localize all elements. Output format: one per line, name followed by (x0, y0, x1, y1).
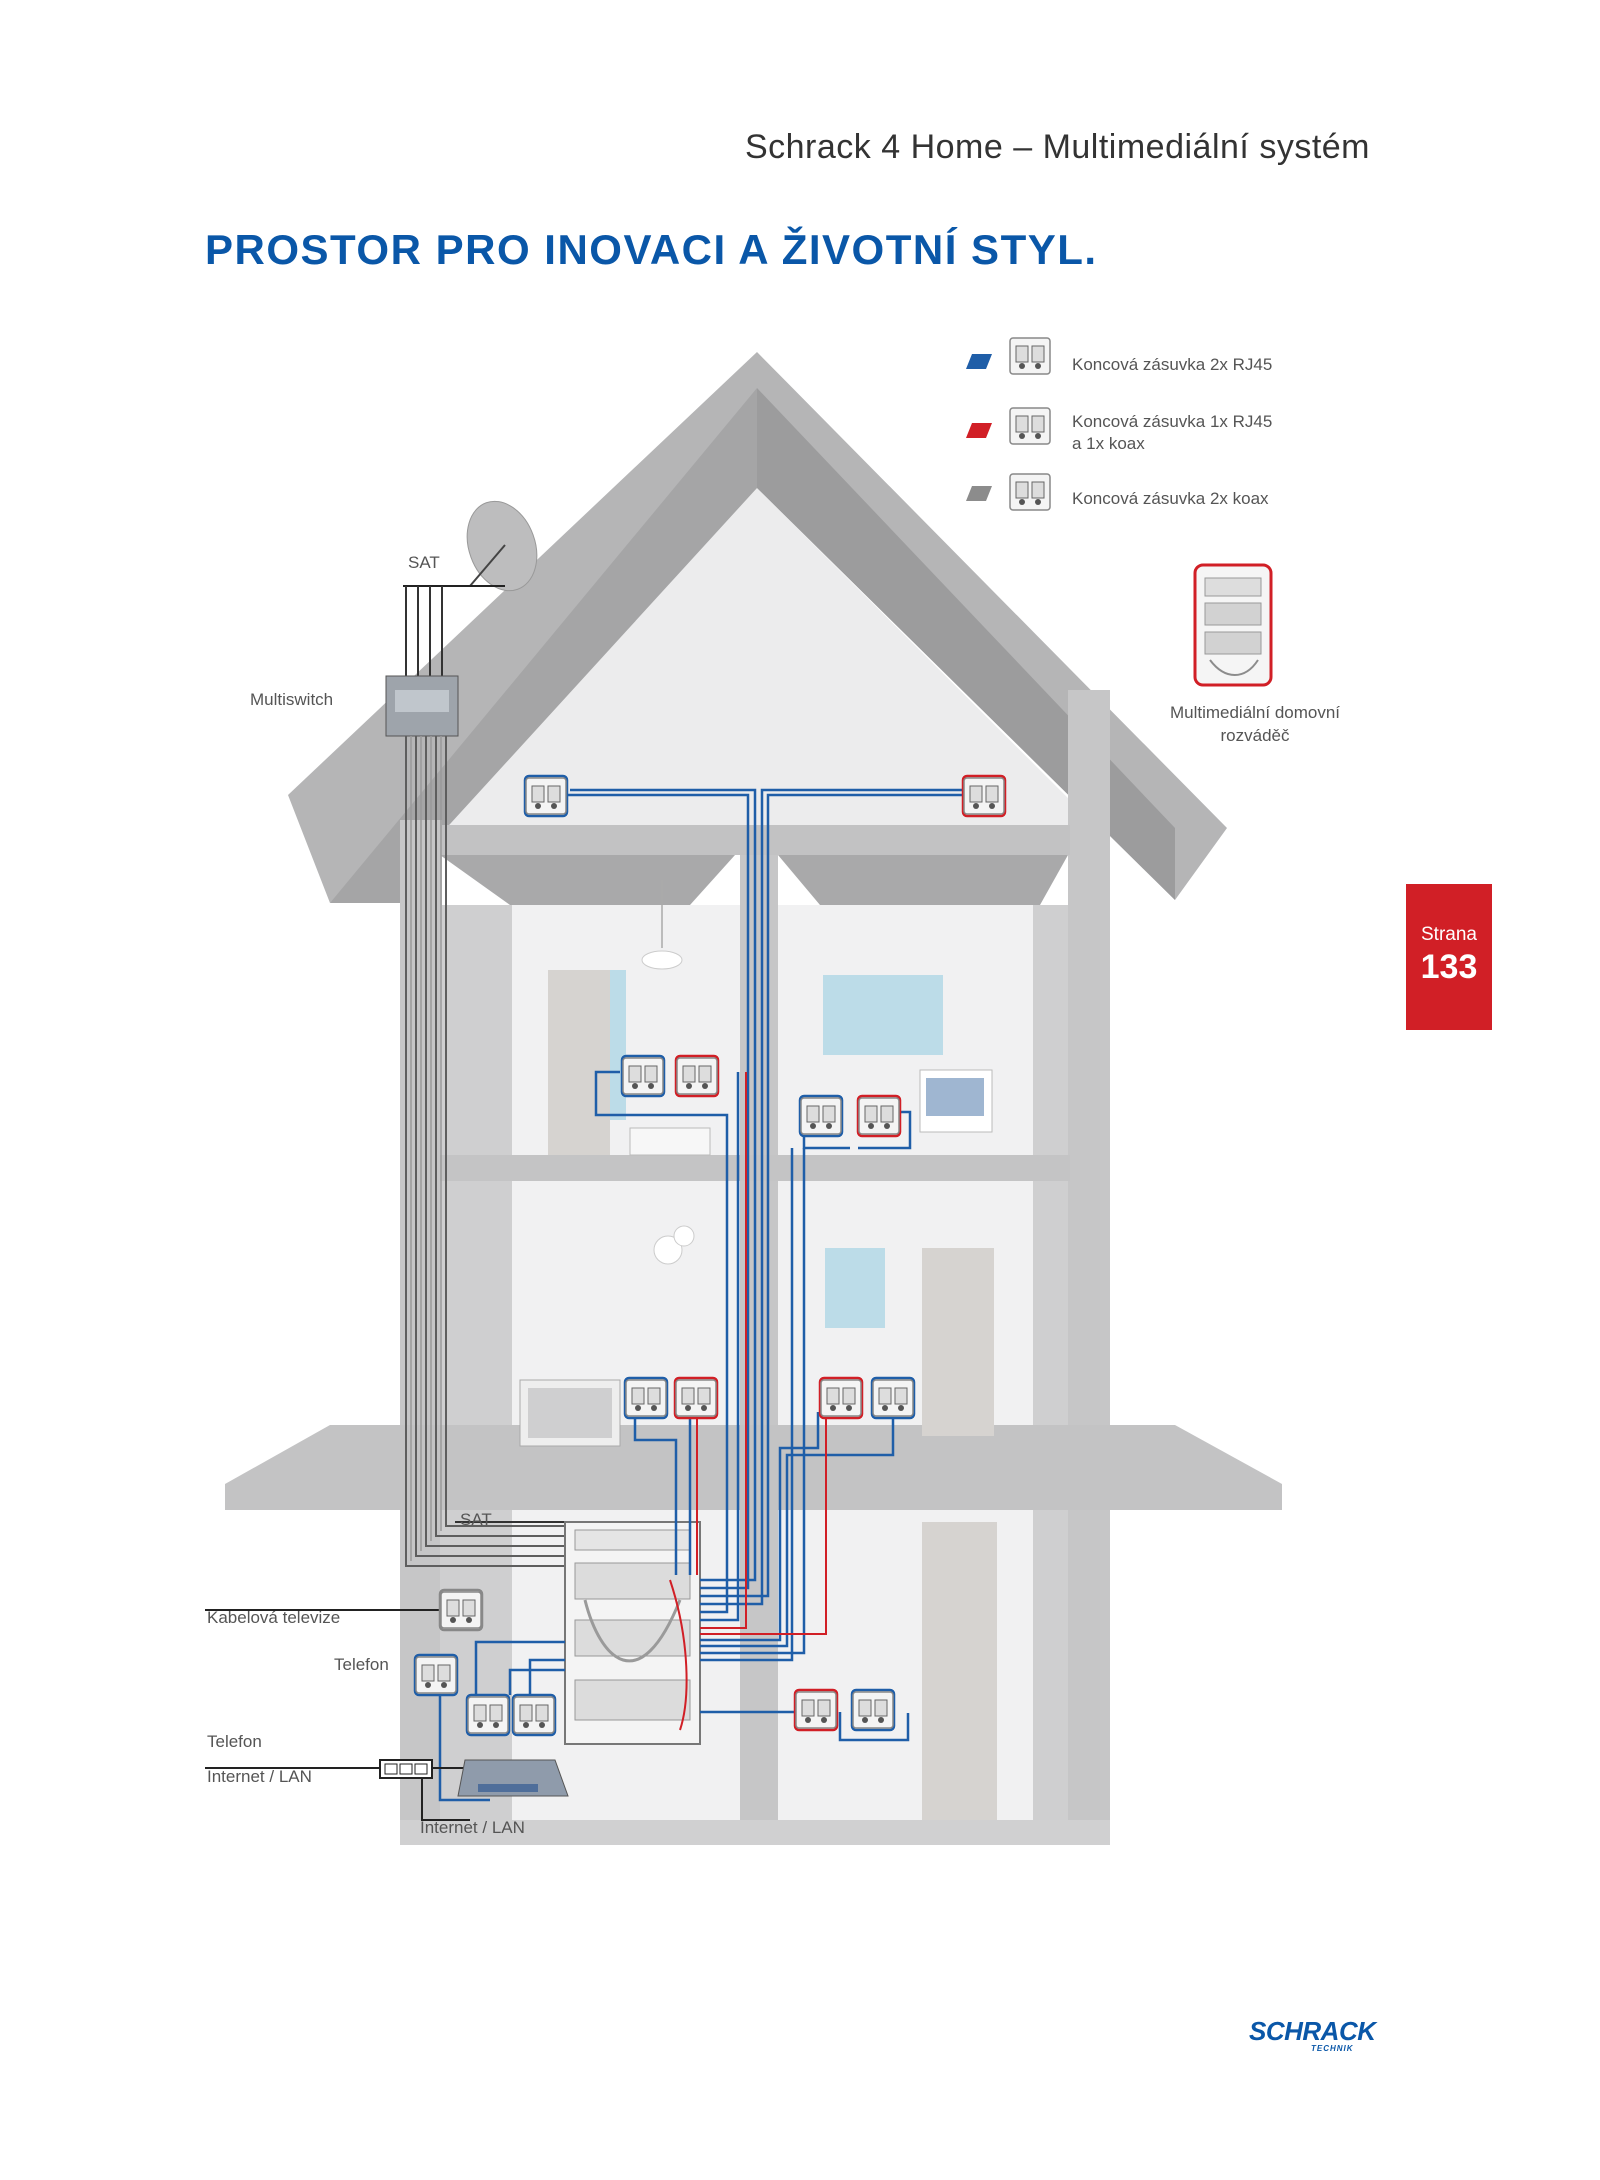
legend-socket-3 (1009, 473, 1051, 511)
window-upper (823, 975, 943, 1055)
socket-upper-1 (620, 1054, 666, 1098)
socket-ground-4 (850, 1688, 896, 1732)
ground-line (400, 1820, 1110, 1845)
socket-middle-2 (673, 1376, 719, 1420)
legend-text-2a: Koncová zásuvka 1x RJ45 (1072, 412, 1273, 431)
pendant-lamp (653, 1235, 683, 1265)
ceiling-slab-right (778, 855, 1068, 905)
socket-upper-3 (798, 1094, 844, 1138)
ceiling-slab-left (440, 855, 735, 905)
legend-text-3: Koncová zásuvka 2x koax (1072, 489, 1269, 508)
floor-slab-main (225, 1425, 1282, 1510)
socket-upper-4 (856, 1094, 902, 1138)
logo-sub: TECHNIK (1311, 2044, 1354, 2053)
distributor-caption-line2: rozváděč (1220, 726, 1290, 745)
label-cable-tv: Kabelová televize (207, 1608, 341, 1627)
sat-lines (405, 586, 443, 680)
label-sat-bottom: SAT (460, 1510, 492, 1529)
legend-marker-red (966, 423, 992, 438)
socket-middle-4 (870, 1376, 916, 1420)
network-lines (438, 788, 968, 1802)
window-middle (825, 1248, 885, 1328)
phone-jack-triple (379, 1759, 433, 1779)
socket-ground-1 (465, 1693, 511, 1737)
page-tab: Strana 133 (1406, 884, 1492, 1030)
socket-middle-3 (818, 1376, 864, 1420)
socket-cable-tv (438, 1588, 484, 1632)
legend-text-1: Koncová zásuvka 2x RJ45 (1072, 355, 1273, 374)
door-middle (922, 1248, 994, 1436)
label-telefon-1: Telefon (334, 1655, 389, 1674)
socket-ground-3 (793, 1688, 839, 1732)
legend-socket-2 (1009, 407, 1051, 445)
ceiling-lamp (641, 950, 683, 970)
label-internet-lan-1: Internet / LAN (207, 1767, 312, 1786)
label-sat-top: SAT (408, 553, 440, 572)
socket-ground-2 (511, 1693, 557, 1737)
page-tab-label: Strana (1421, 924, 1477, 945)
door-upper (548, 970, 610, 1155)
label-telefon-2: Telefon (207, 1732, 262, 1751)
socket-attic-right (961, 774, 1007, 818)
socket-upper-2 (674, 1054, 720, 1098)
schrack-logo: SCHRACK TECHNIK (1245, 2016, 1376, 2056)
coax-bundle (405, 736, 565, 1567)
legend-marker-blue (966, 354, 992, 369)
right-wall (1068, 690, 1110, 1845)
header-title: Schrack 4 Home – Multimediální systém (744, 128, 1370, 166)
legend-socket-1 (1009, 337, 1051, 375)
distributor-caption-line1: Multimediální domovní (1169, 703, 1341, 722)
radio-device (629, 1127, 711, 1156)
socket-middle-1 (623, 1376, 669, 1420)
label-internet-lan-2: Internet / LAN (420, 1818, 525, 1837)
legend-marker-grey (966, 486, 992, 501)
legend-text-2b: a 1x koax (1072, 434, 1145, 453)
logo-main: SCHRACK (1249, 2016, 1376, 2046)
headline: PROSTOR PRO INOVACI A ŽIVOTNÍ STYL. (205, 226, 1098, 273)
label-multiswitch: Multiswitch (250, 690, 334, 709)
socket-attic-left (523, 774, 569, 818)
door-ground (922, 1522, 997, 1820)
page-number: 133 (1420, 948, 1478, 986)
attic-wall (330, 488, 1080, 903)
socket-telefon (413, 1653, 459, 1697)
